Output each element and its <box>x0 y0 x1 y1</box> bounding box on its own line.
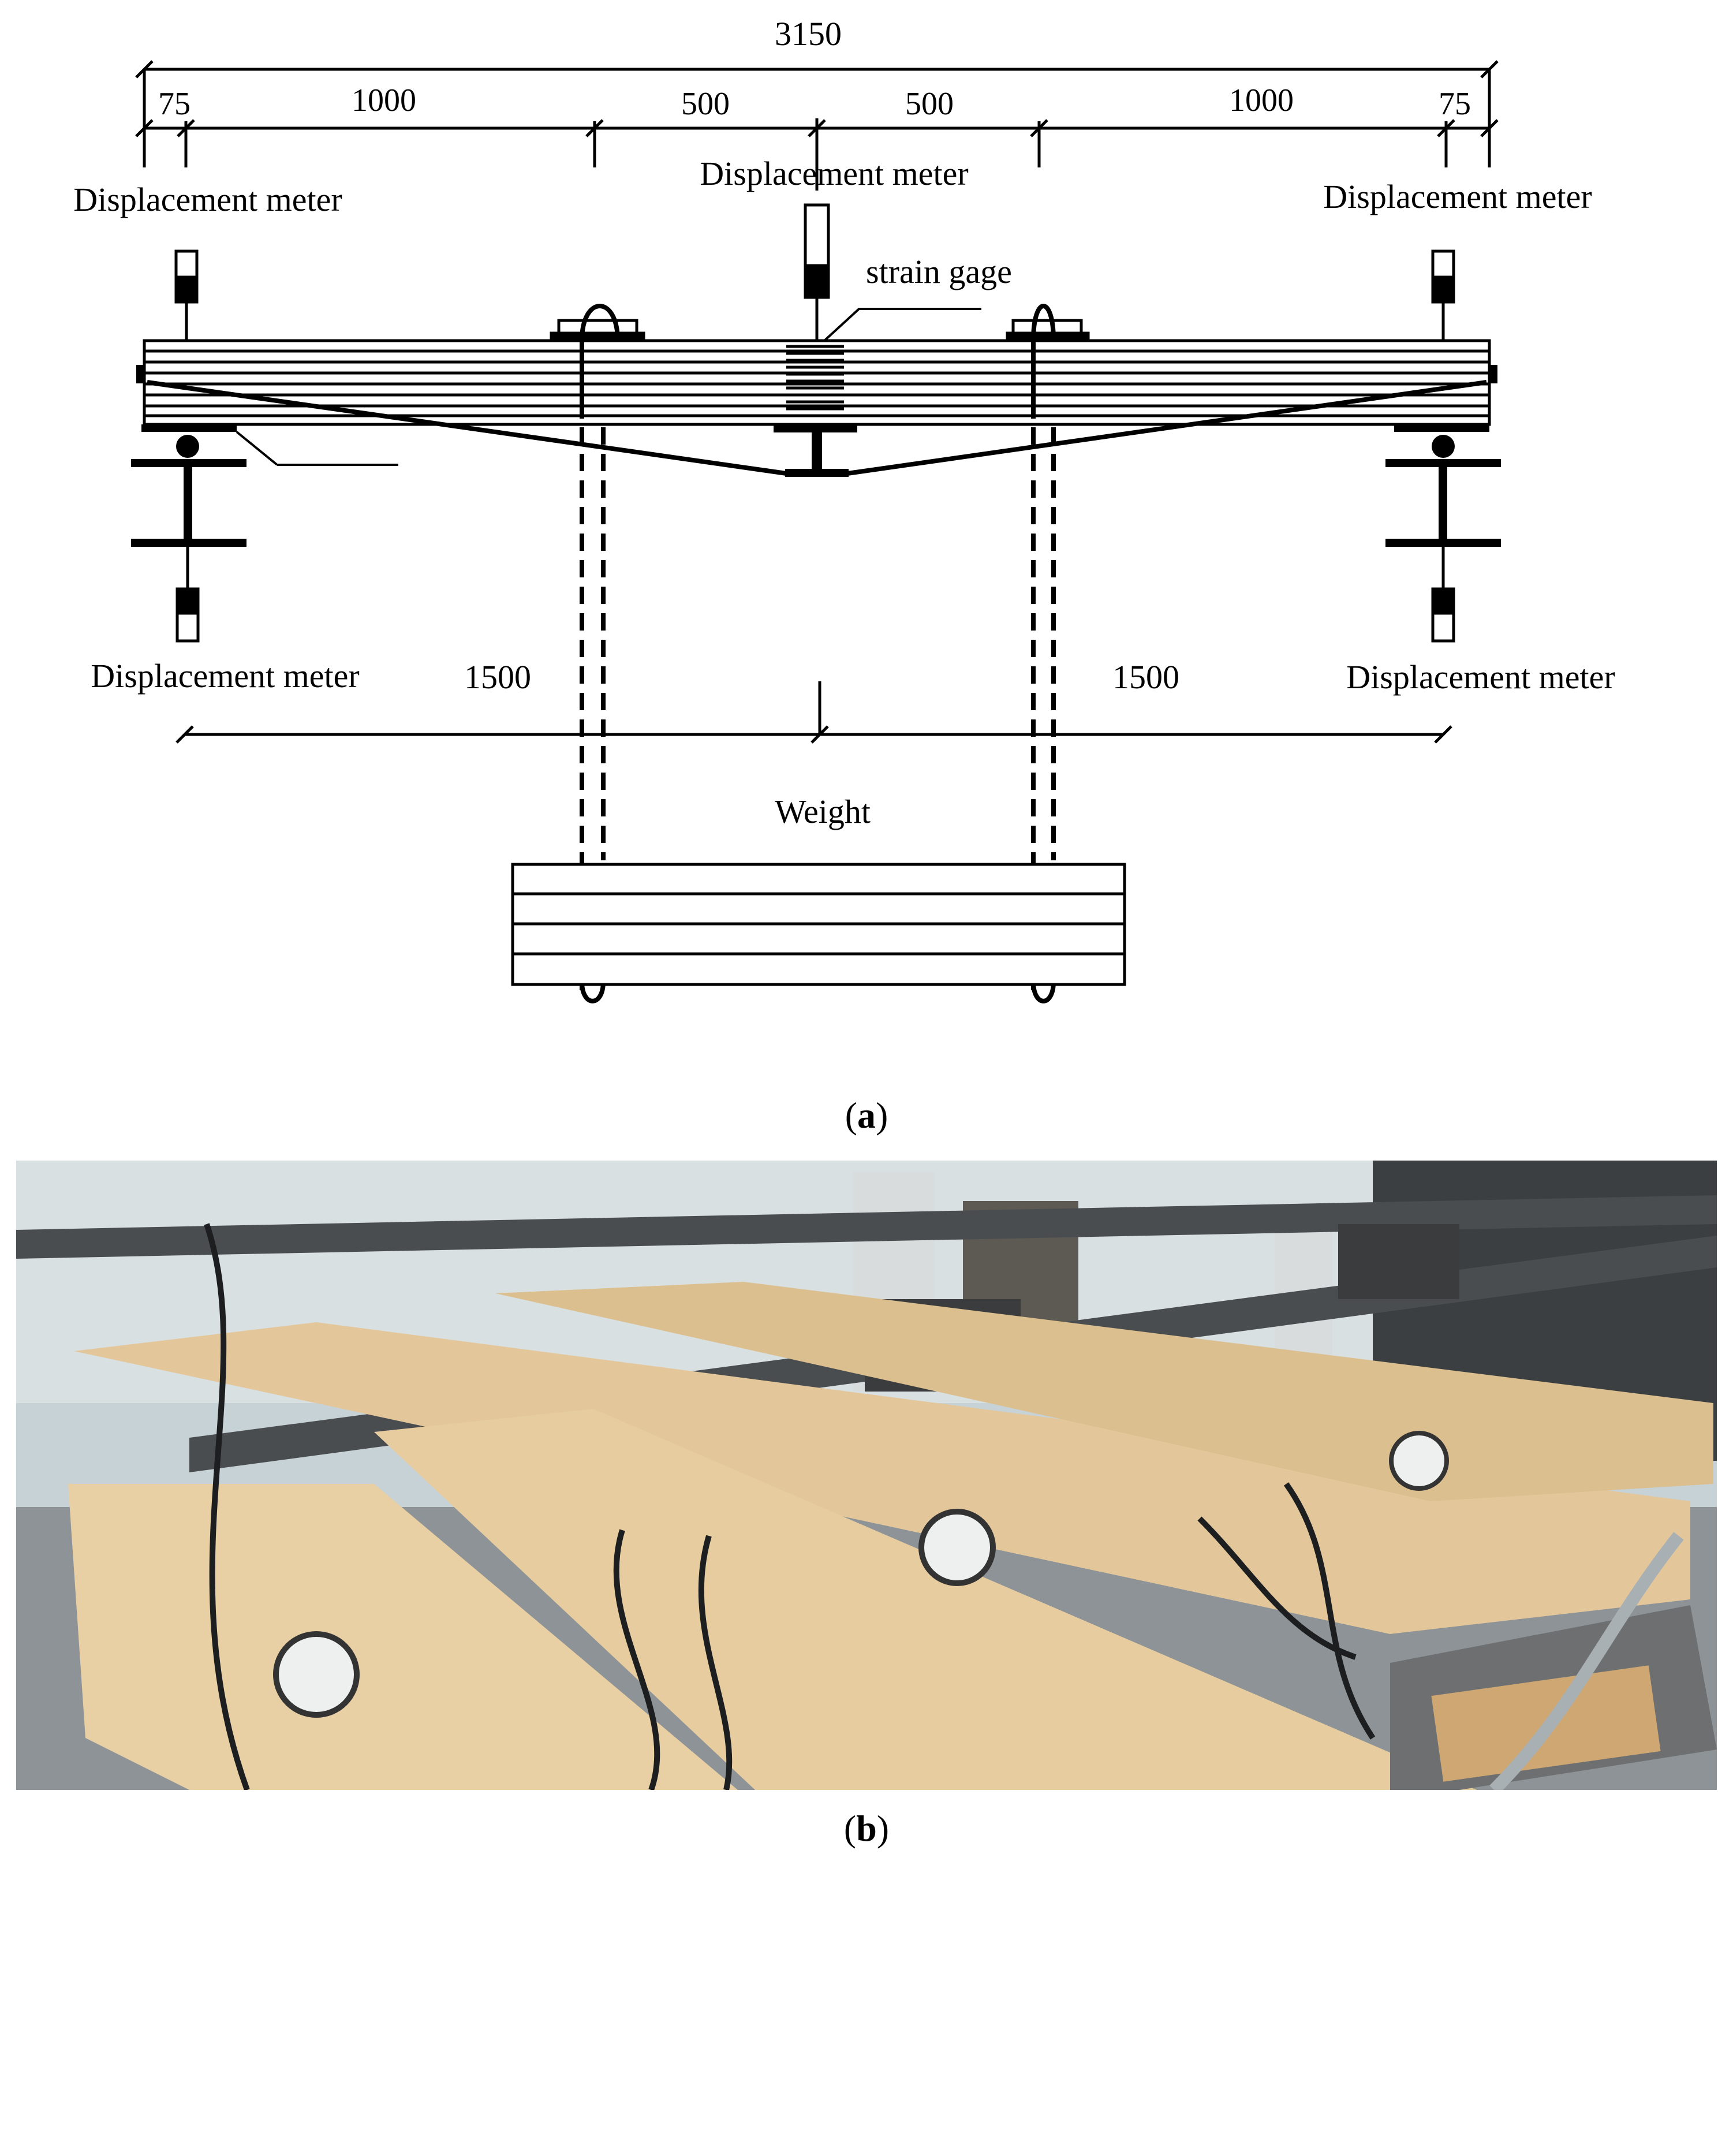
displacement-meter-label: Displacement meter <box>73 181 342 218</box>
dim-segment-label: 75 <box>158 86 191 122</box>
dim-segment-label: 1000 <box>352 83 416 118</box>
dim-span-label: 1500 <box>464 658 531 696</box>
hanger-rod-left <box>580 304 620 1004</box>
end-plate-left <box>136 365 144 383</box>
dim-segment-label: 500 <box>905 86 954 122</box>
dim-segment-label: 1000 <box>1229 83 1294 118</box>
top-dimension-lines <box>135 60 1499 191</box>
bottom-dimension-line <box>175 681 1452 744</box>
displacement-meter <box>804 203 830 340</box>
weight-stack <box>511 863 1126 986</box>
dim-span-label: 1500 <box>1112 658 1179 696</box>
displacement-meter <box>1431 249 1455 340</box>
caption-a-letter: a <box>857 1095 876 1136</box>
dim-segment-label: 75 <box>1439 86 1471 122</box>
load-plate-right <box>1006 319 1090 342</box>
caption-b-letter: b <box>856 1808 877 1849</box>
displacement-meter-label: Displacement meter <box>700 155 968 192</box>
strut <box>774 424 857 477</box>
strain-gage <box>786 345 844 417</box>
caption-a: (a) <box>845 1095 888 1136</box>
displacement-meter <box>174 249 199 340</box>
support-right <box>1385 424 1501 589</box>
displacement-meter-label: Displacement meter <box>1346 658 1615 696</box>
dim-total-label: 3150 <box>775 15 842 53</box>
load-plate-left <box>550 319 645 342</box>
end-plate-right <box>1489 365 1497 383</box>
caption-b: (b) <box>843 1808 890 1849</box>
displacement-meter <box>1431 587 1455 643</box>
strain-gage-label: strain gage <box>866 253 1012 290</box>
hanger-rod-right <box>1031 304 1056 1004</box>
dim-segment-label: 500 <box>681 86 730 122</box>
strain-gage-leader <box>823 308 981 342</box>
weight-label: Weight <box>775 793 871 830</box>
test-setup-diagram: 3150 75 1000 500 500 1000 75 Displacemen… <box>73 15 1615 1004</box>
displacement-meter-label: Displacement meter <box>91 657 359 695</box>
test-setup-photo <box>16 1161 1717 1790</box>
displacement-meter-label: Displacement meter <box>1323 178 1592 215</box>
displacement-meter <box>175 587 200 643</box>
support-left <box>131 424 398 589</box>
